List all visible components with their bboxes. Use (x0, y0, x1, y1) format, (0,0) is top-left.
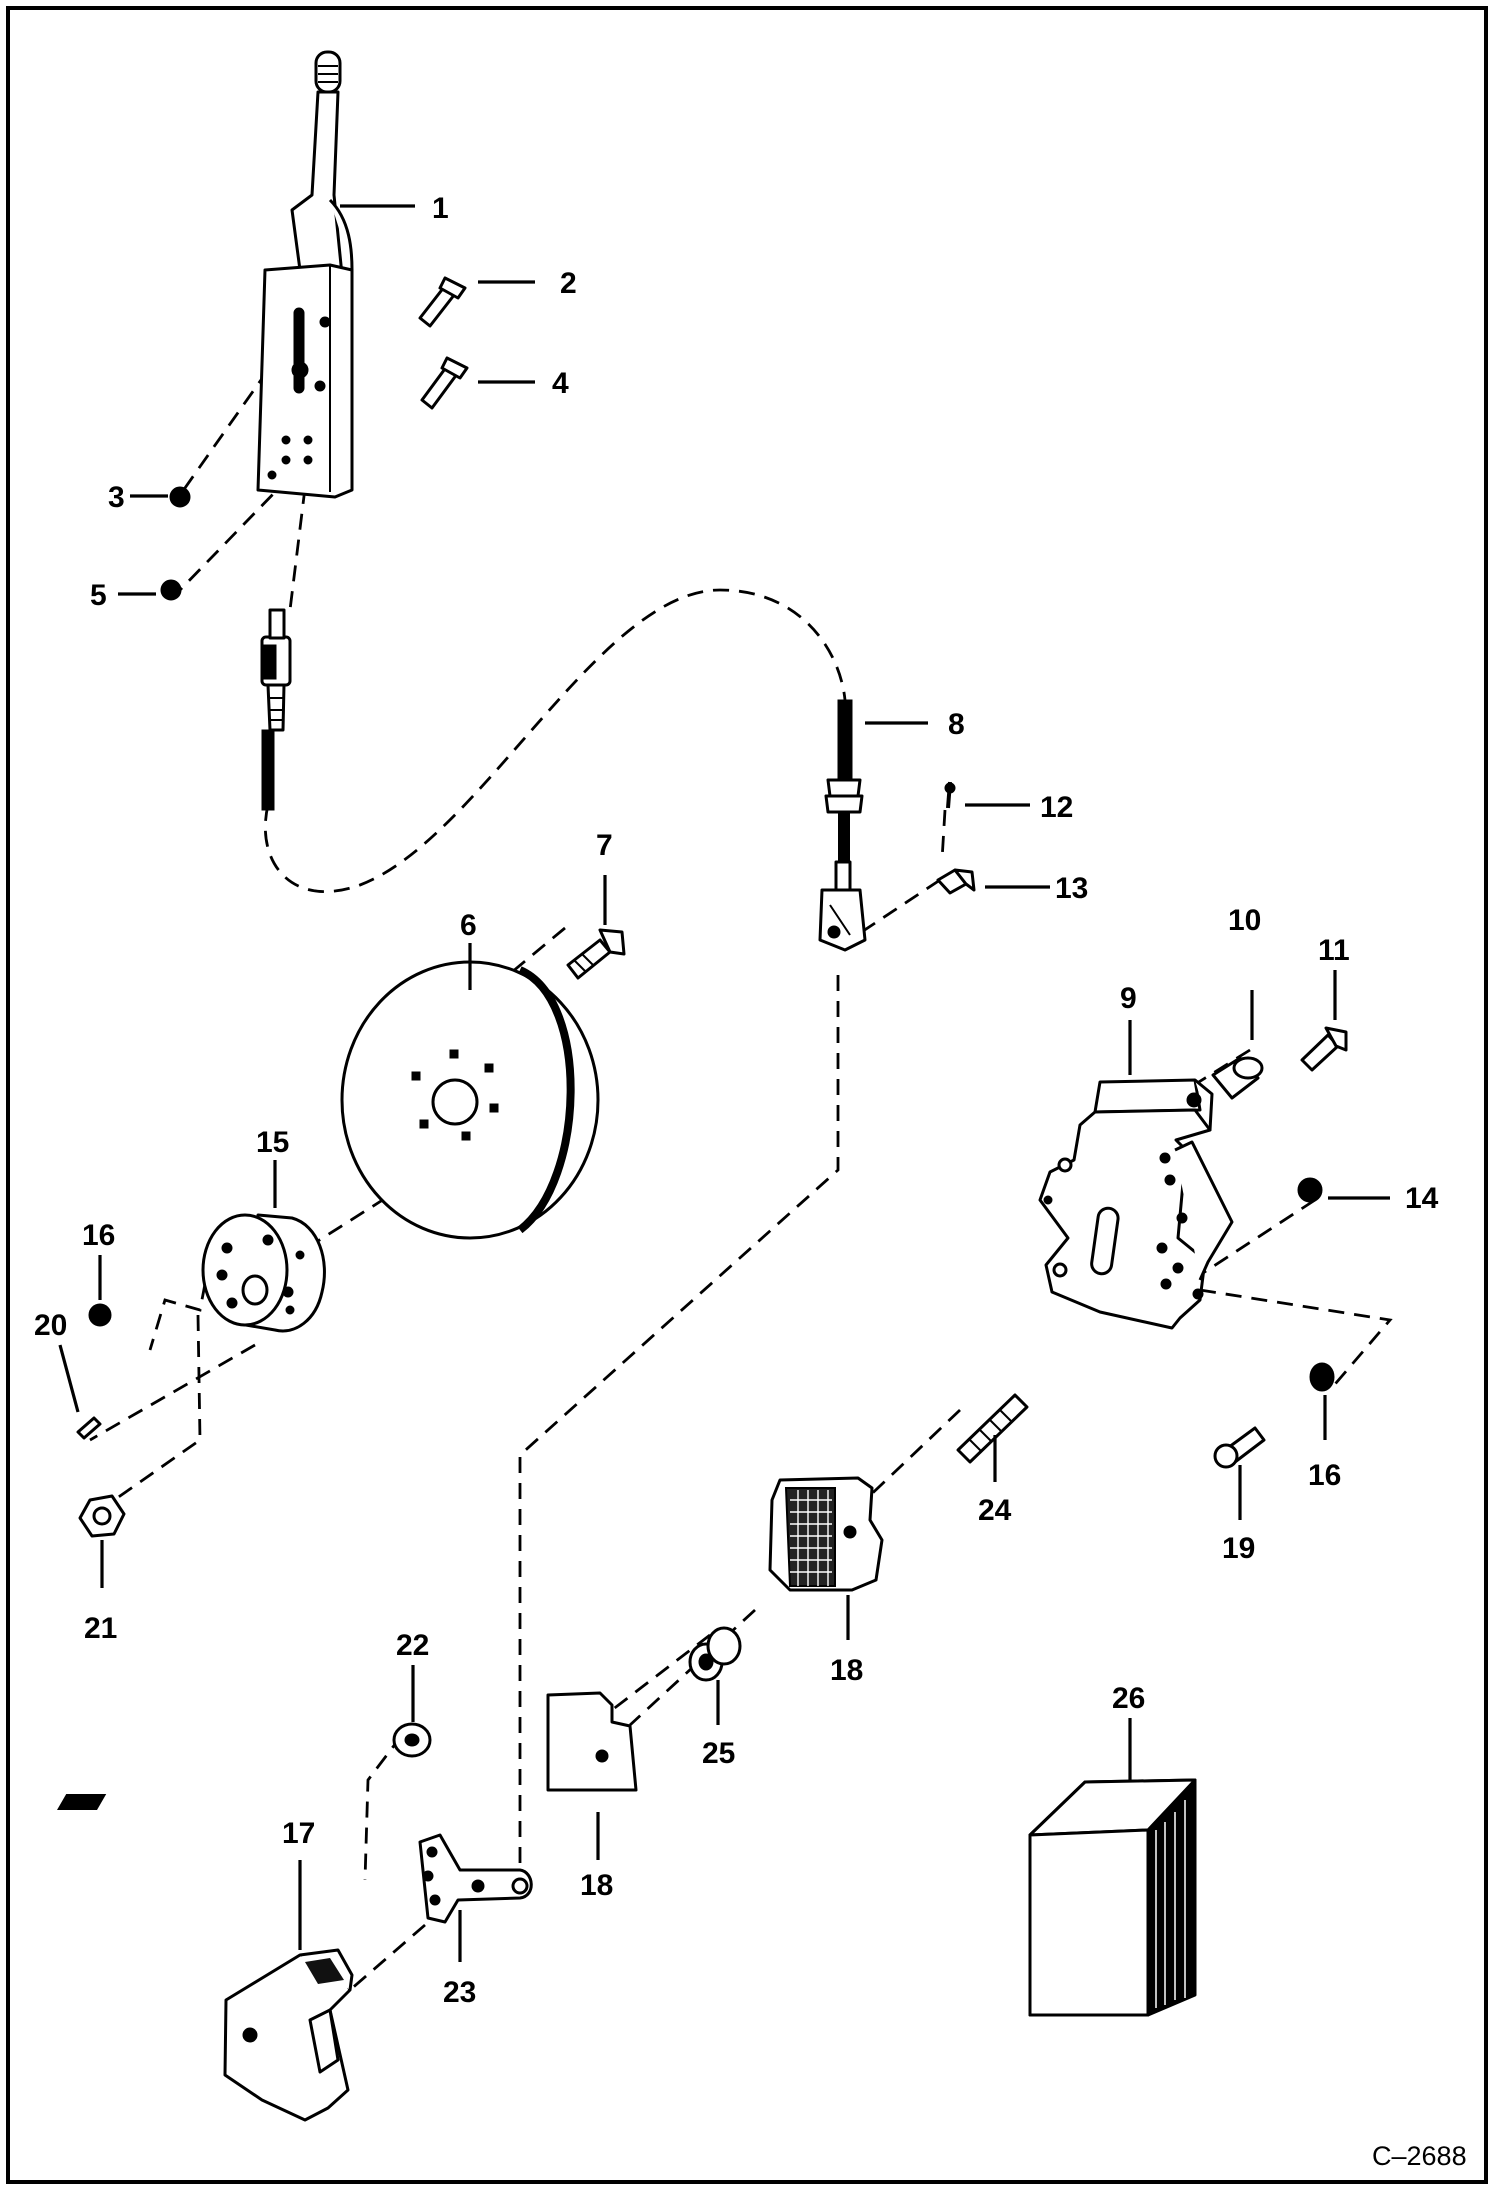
clevis-pin-13 (936, 868, 976, 895)
callout-4: 4 (552, 367, 569, 400)
nut-16-right (1309, 1362, 1335, 1392)
bolt-2 (418, 276, 467, 328)
callout-7: 7 (596, 829, 613, 862)
callout-13: 13 (1055, 872, 1088, 905)
callout-14: 14 (1405, 1182, 1439, 1215)
hex-nut (78, 1494, 126, 1538)
callout-18-lower: 18 (580, 1869, 613, 1902)
callout-25: 25 (702, 1737, 735, 1770)
callout-12: 12 (1040, 791, 1073, 824)
callout-1: 1 (432, 192, 449, 225)
cable-end-left (260, 608, 292, 811)
nut-14 (1297, 1177, 1323, 1203)
callout-6: 6 (460, 909, 477, 942)
callout-15: 15 (256, 1126, 289, 1159)
pedal-pad-upper (768, 1476, 884, 1592)
cable-end-right (818, 699, 867, 952)
nut-16-left (88, 1303, 112, 1327)
callout-10: 10 (1228, 904, 1261, 937)
disc (340, 960, 600, 1240)
hub (201, 1213, 326, 1333)
control-lever (256, 50, 354, 499)
bolt-7 (566, 928, 626, 980)
callout-22: 22 (396, 1629, 429, 1662)
callout-11: 11 (1318, 934, 1350, 967)
callout-9: 9 (1120, 982, 1137, 1015)
pivot-bushing (688, 1626, 742, 1682)
bracket (1038, 1078, 1234, 1330)
spacer (1211, 1056, 1264, 1100)
pedal-plate-lower (546, 1691, 638, 1792)
roll-pin (76, 1416, 102, 1440)
callout-21: 21 (84, 1612, 117, 1645)
pin-12 (944, 781, 956, 809)
bolt-4 (420, 356, 469, 410)
callout-labels: 1 2 3 4 5 6 7 8 9 10 11 12 13 14 15 16 1… (34, 192, 1467, 2171)
callout-16-left: 16 (82, 1219, 115, 1252)
callout-3: 3 (108, 481, 125, 514)
callout-17: 17 (282, 1817, 315, 1850)
callout-19: 19 (1222, 1532, 1255, 1565)
bolt-19 (1213, 1426, 1266, 1469)
bolt-11 (1300, 1026, 1348, 1072)
callout-2: 2 (560, 267, 577, 300)
callout-23: 23 (443, 1976, 476, 2009)
callout-26: 26 (1112, 1682, 1145, 1715)
bushing (392, 1722, 432, 1758)
nut-5 (160, 579, 182, 601)
callout-8: 8 (948, 708, 965, 741)
diagram-frame (6, 6, 1488, 2184)
callout-24: 24 (978, 1494, 1012, 1527)
nut-3 (169, 486, 191, 508)
callout-5: 5 (90, 579, 107, 612)
pedal-housing (223, 1948, 354, 2122)
threaded-stud (956, 1393, 1029, 1464)
callout-16-right: 16 (1308, 1459, 1341, 1492)
link-arm (418, 1833, 533, 1924)
manual-booklet (56, 1778, 1197, 2017)
callout-20: 20 (34, 1309, 67, 1342)
drawing-code: C–2688 (1372, 2141, 1467, 2171)
leader-lines (58, 204, 1390, 1962)
callout-18-upper: 18 (830, 1654, 863, 1687)
